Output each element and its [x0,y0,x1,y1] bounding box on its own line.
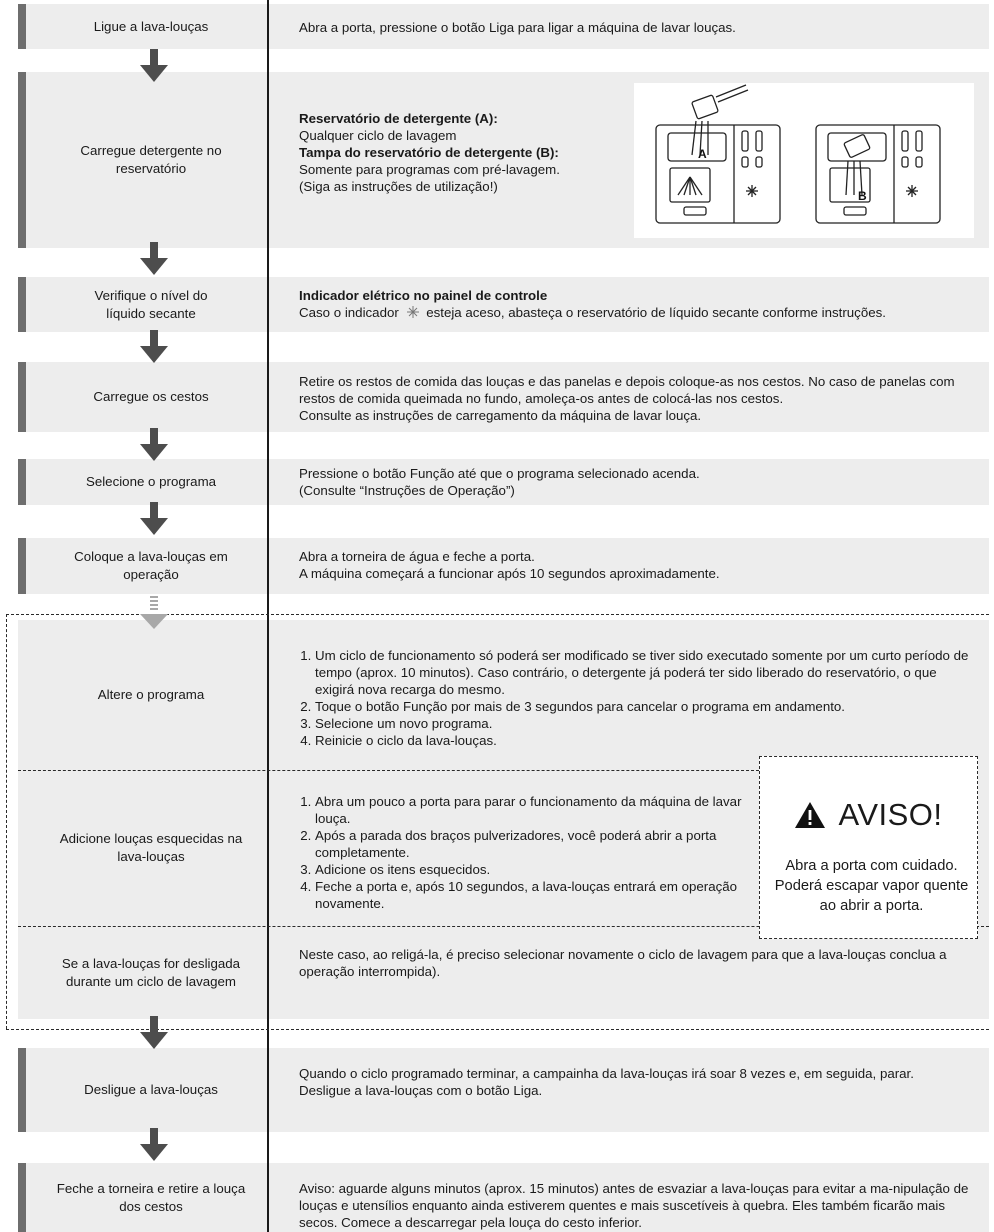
desc-b-title: Tampa do reservatório de detergente (B): [299,145,559,160]
step-label-1: Ligue a lava-louças [93,18,209,34]
dashed-frame-top [6,614,989,615]
down-arrow-icon [140,242,168,275]
step-label-2: Carregue detergente no reservatório [80,143,222,176]
step-label-4: Carregue os cestos [93,389,209,404]
desc-a-text: Qualquer ciclo de lavagem [299,128,457,143]
down-arrow-icon [140,330,168,363]
row-band-1 [18,4,989,49]
list-item: Reinicie o ciclo da lava-louças. [315,732,969,749]
list-item: Após a parada dos braços pulverizadores,… [315,827,749,861]
list-item: Toque o botão Função por mais de 3 segun… [315,698,969,715]
desc-list: Abra um pouco a porta para parar o funci… [299,793,749,912]
row-band-4 [18,362,989,432]
desc-line: Quando o ciclo programado terminar, a ca… [299,1066,914,1081]
desc-list: Um ciclo de funcionamento só poderá ser … [299,647,969,749]
row-band-11 [18,1163,989,1232]
list-item: Selecione um novo programa. [315,715,969,732]
step-desc-4: Retire os restos de comida das louças e … [299,373,969,424]
down-arrow-faded-icon [140,596,168,629]
row-band-6 [18,538,989,594]
row-band-3 [18,277,989,332]
detergent-dispenser-illustration: A B [634,83,974,238]
warning-text: Abra a porta com cuidado. Poderá escapar… [774,858,969,914]
desc-line: Abra a porta, pressione o botão Liga par… [299,20,736,35]
desc-text-after: esteja aceso, abasteça o reservatório de… [426,305,886,320]
row-band-5 [18,459,989,505]
accent-bar [18,72,26,248]
step-desc-5: Pressione o botão Função até que o progr… [299,465,969,499]
dashed-frame-bottom [6,1029,989,1030]
down-arrow-icon [140,49,168,82]
desc-line: Pressione o botão Função até que o progr… [299,466,700,481]
accent-bar [18,1048,26,1132]
step-label-10: Desligue a lava-louças [84,1082,218,1097]
down-arrow-icon [140,1016,168,1049]
accent-bar [18,1163,26,1232]
step-desc-6: Abra a torneira de água e feche a porta.… [299,548,969,582]
step-label-8: Adicione louças esquecidas na lava-louça… [59,831,243,864]
step-desc-11: Aviso: aguarde alguns minutos (aprox. 15… [299,1180,979,1231]
step-desc-7: Um ciclo de funcionamento só poderá ser … [299,647,969,749]
down-arrow-icon [140,502,168,535]
desc-line: Retire os restos de comida das louças e … [299,374,955,406]
label-a: A [698,147,707,161]
step-desc-1: Abra a porta, pressione o botão Liga par… [299,19,969,36]
desc-text-before: Caso o indicador [299,305,399,320]
row-band-9 [18,926,989,1019]
desc-line: Desligue a lava-louças com o botão Liga. [299,1083,543,1098]
desc-b-text: Somente para programas com pré-lavagem. [299,162,560,177]
step-label-7: Altere o programa [97,687,205,702]
rinse-aid-indicator-icon [406,305,420,318]
list-item: Um ciclo de funcionamento só poderá ser … [315,647,969,698]
list-item: Adicione os itens esquecidos. [315,861,749,878]
desc-line: (Consulte “Instruções de Operação”) [299,483,515,498]
down-arrow-icon [140,428,168,461]
step-desc-9: Neste caso, ao religá-la, é preciso sele… [299,946,971,980]
warning-triangle-icon [795,802,826,828]
list-item: Abra um pouco a porta para parar o funci… [315,793,749,827]
desc-line: Aviso: aguarde alguns minutos (aprox. 15… [299,1181,969,1230]
warning-title: AVISO! [838,797,943,832]
step-desc-8: Abra um pouco a porta para parar o funci… [299,793,749,912]
dashed-separator [18,770,759,771]
desc-b-note: (Siga as instruções de utilização!) [299,179,498,194]
column-divider [267,0,269,1232]
row-band-10 [18,1048,989,1132]
step-desc-2: Reservatório de detergente (A): Qualquer… [299,110,629,195]
desc-line: A máquina começará a funcionar após 10 s… [299,566,720,581]
dispenser-drawing: A B [655,84,941,224]
step-label-9: Se a lava-louças for desligada durante u… [61,955,241,989]
step-label-3: Verifique o nível do líquido secante [94,287,208,321]
row-band-7 [18,620,989,770]
step-label-11: Feche a torneira e retire a louça dos ce… [56,1180,246,1214]
label-b: B [858,189,867,203]
step-desc-3: Indicador elétrico no painel de controle… [299,287,979,321]
down-arrow-icon [140,1128,168,1161]
step-label-5: Selecione o programa [85,474,217,489]
desc-line: Consulte as instruções de carregamento d… [299,408,702,423]
accent-bar [18,277,26,332]
desc-a-title: Reservatório de detergente (A): [299,111,498,126]
accent-bar [18,459,26,505]
warning-title-row: AVISO! [760,797,977,833]
step-desc-10: Quando o ciclo programado terminar, a ca… [299,1065,971,1099]
warning-box: AVISO! Abra a porta com cuidado. Poderá … [759,756,978,939]
list-item: Feche a porta e, após 10 segundos, a lav… [315,878,749,912]
desc-line: Neste caso, ao religá-la, é preciso sele… [299,947,947,979]
accent-bar [18,362,26,432]
desc-line: Abra a torneira de água e feche a porta. [299,549,535,564]
accent-bar [18,538,26,594]
dashed-frame-left [6,614,7,1029]
desc-text: Caso o indicador esteja aceso, abasteça … [299,304,979,321]
accent-bar [18,4,26,49]
desc-title: Indicador elétrico no painel de controle [299,288,548,303]
step-label-6: Coloque a lava-louças em operação [74,549,228,582]
dashed-separator [18,926,989,927]
